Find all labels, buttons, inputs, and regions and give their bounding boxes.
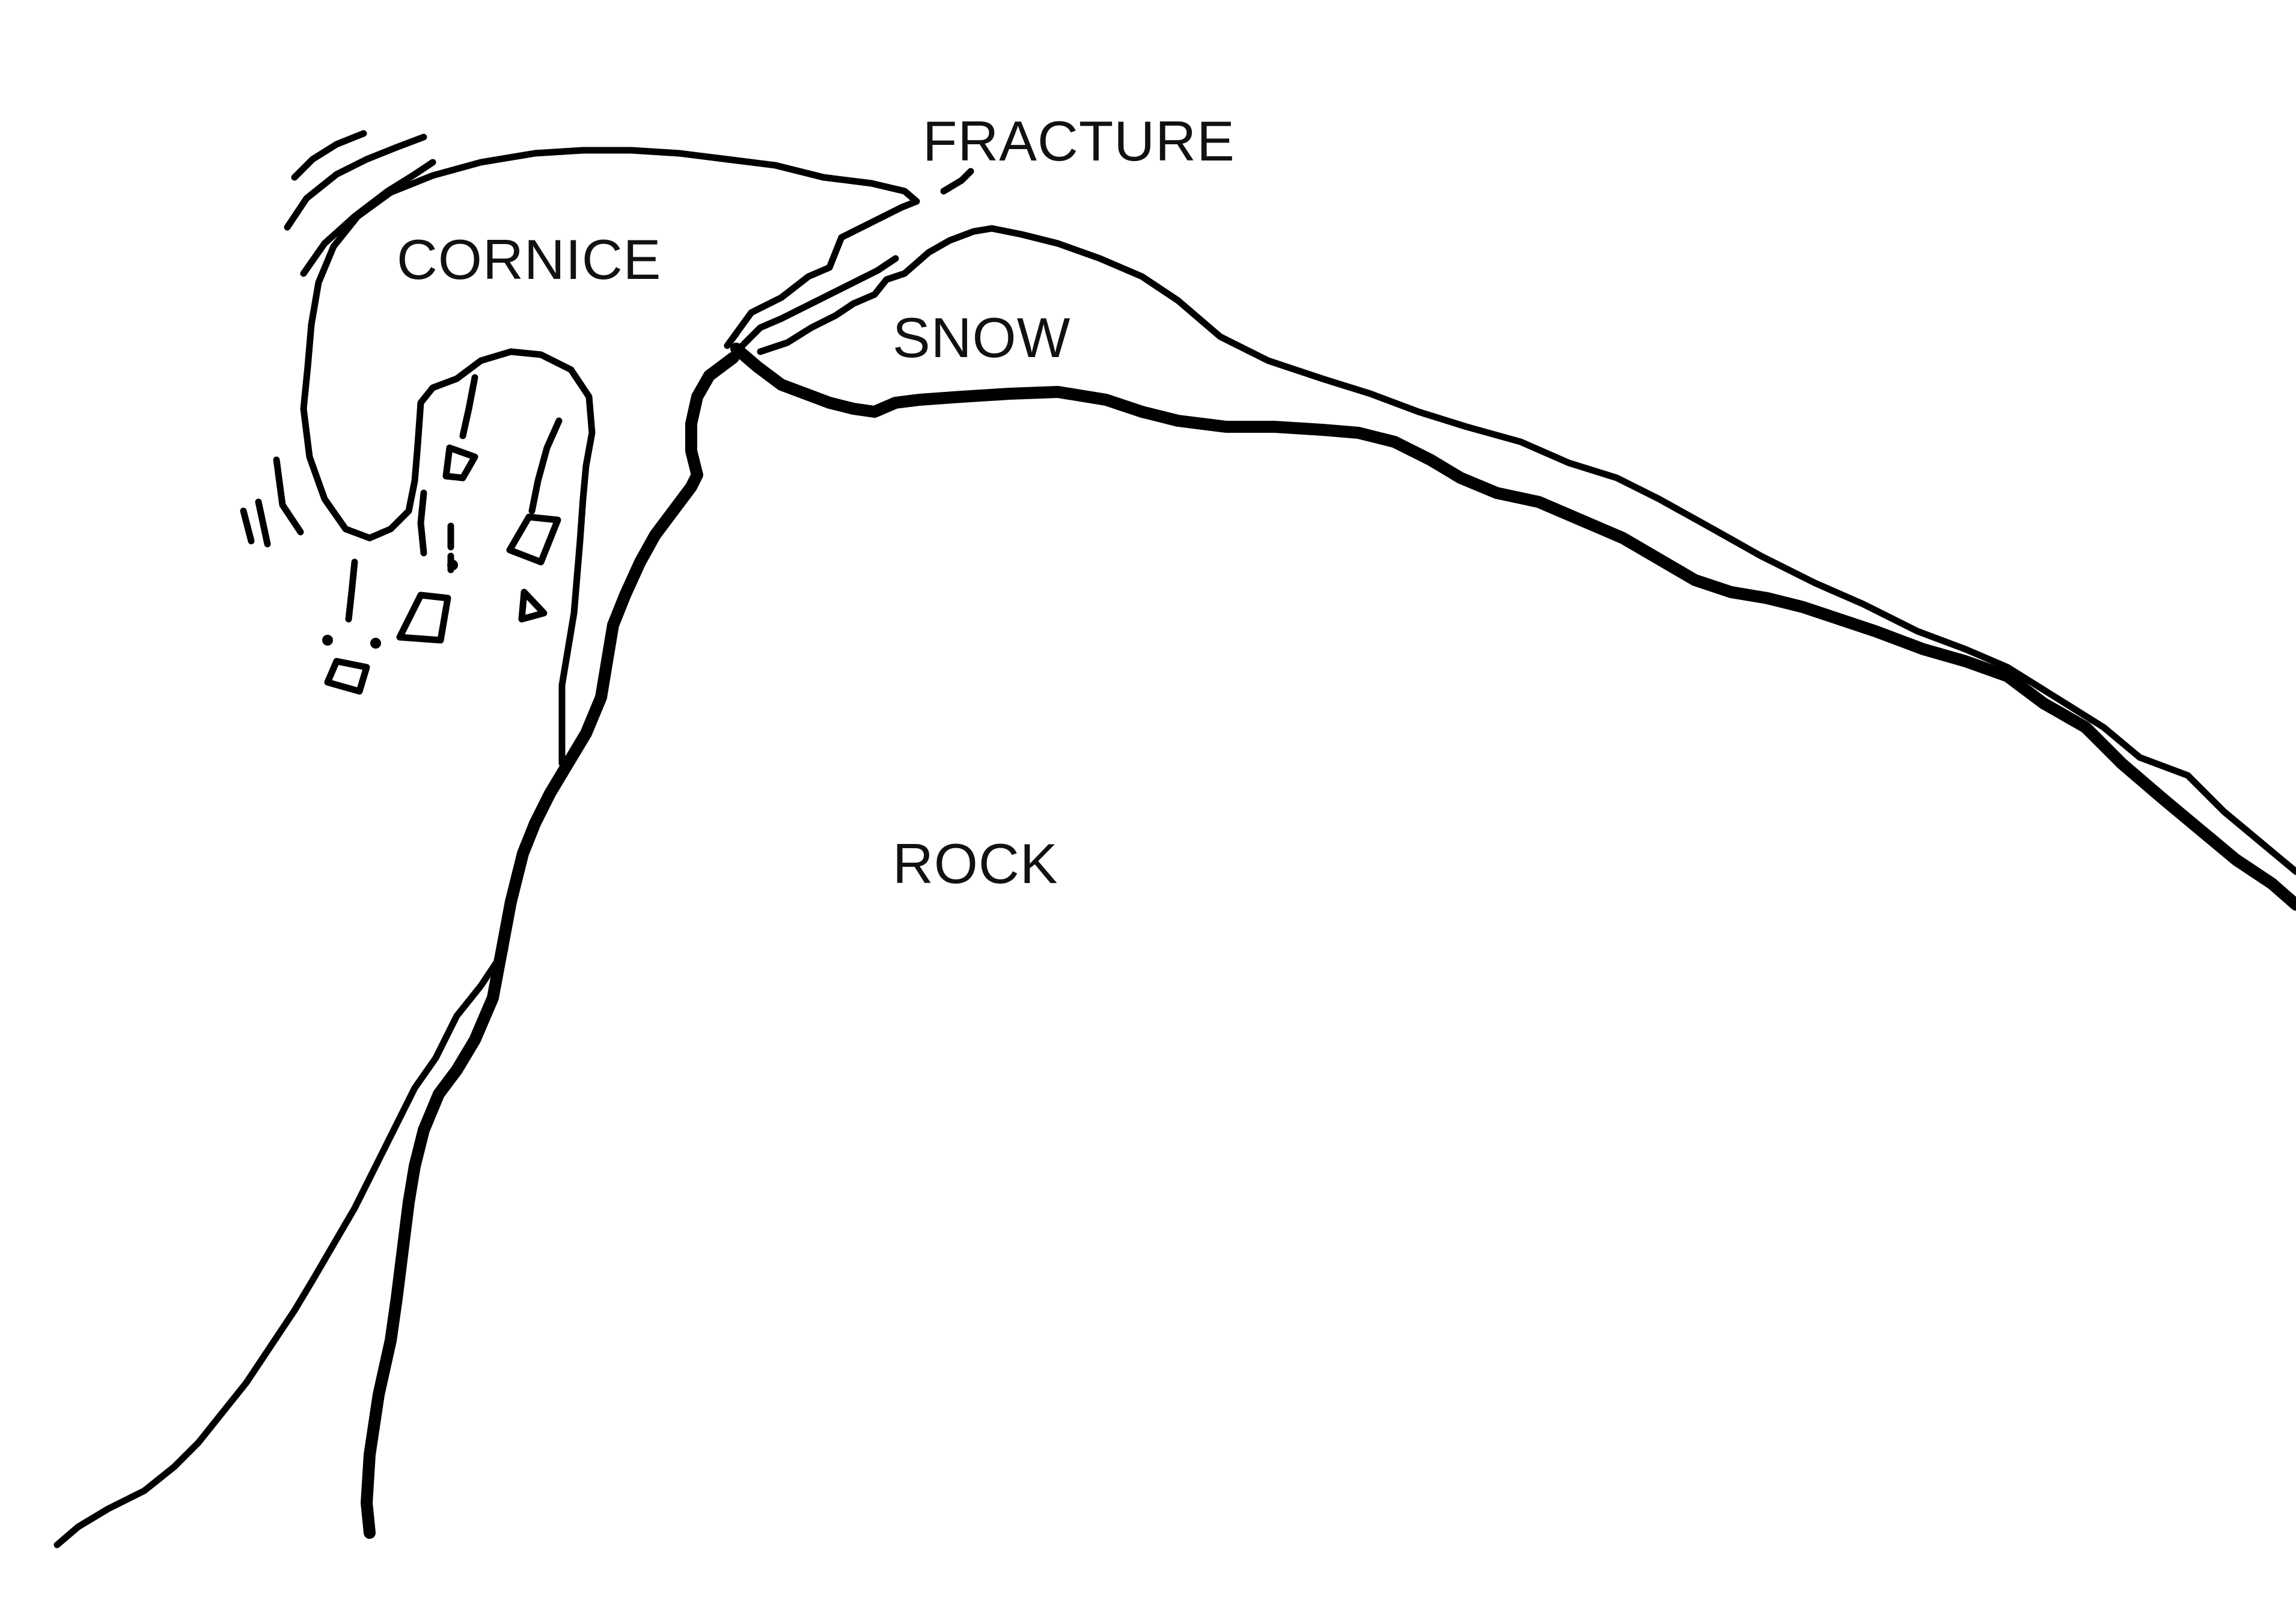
- snow-block-4: [396, 592, 451, 644]
- fracture-label: FRACTURE: [923, 109, 1235, 173]
- wind-arc-1: [291, 130, 367, 181]
- rock-label: ROCK: [893, 832, 1058, 895]
- rock-surface-line: [730, 343, 2296, 911]
- snow-block-2: [506, 513, 561, 566]
- fracture-leader: [940, 168, 974, 195]
- wind-arc-3: [300, 159, 436, 277]
- snow-block-3: [518, 588, 548, 623]
- falling-dash-2: [240, 507, 255, 545]
- debris-dot-1: [322, 635, 333, 646]
- snow-label: SNOW: [893, 306, 1071, 369]
- falling-dash-1: [273, 456, 304, 536]
- debris-streak-3: [417, 489, 427, 557]
- debris-streak-1: [459, 374, 478, 439]
- debris-dot-2: [370, 638, 381, 649]
- fracture-crack: [739, 255, 899, 349]
- falling-dash-3: [255, 498, 271, 548]
- snow-block-5: [324, 658, 370, 695]
- cliff-face-line: [361, 352, 739, 1539]
- wind-arc-2: [284, 133, 427, 231]
- snow-block-1: [442, 444, 478, 481]
- debris-streak-4: [345, 558, 358, 623]
- lower-slope-line: [53, 946, 508, 1548]
- debris-streak-2: [528, 417, 563, 515]
- cornice-outline: [300, 147, 920, 767]
- snow-surface-line: [757, 225, 2296, 875]
- cornice-label: CORNICE: [397, 228, 662, 291]
- debris-dot-3: [447, 560, 458, 570]
